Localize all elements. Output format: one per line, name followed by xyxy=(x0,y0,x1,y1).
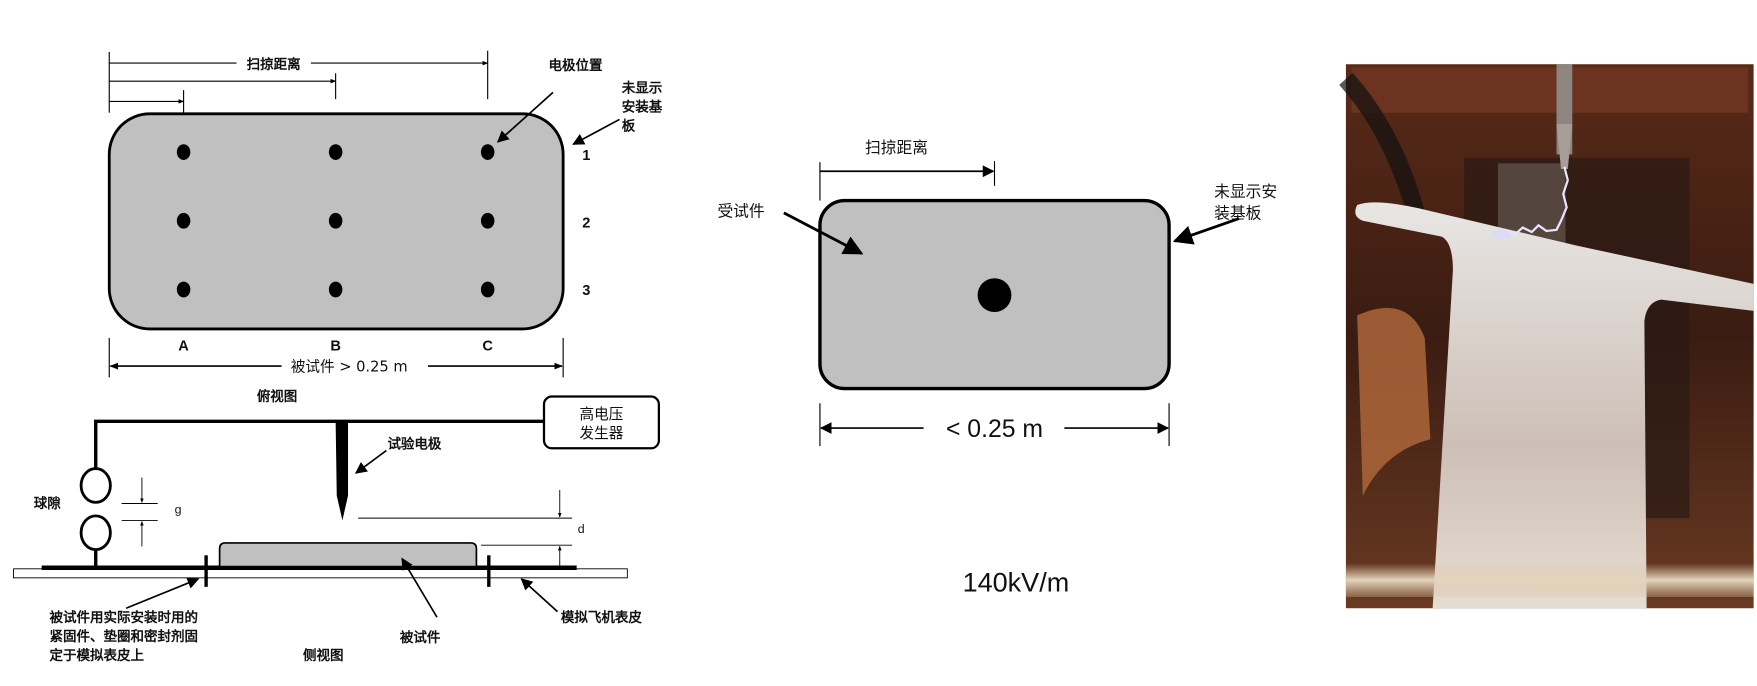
row-label-2: 2 xyxy=(582,216,590,232)
sphere-gap-upper xyxy=(79,467,112,504)
fastener-note-2: 紧固件、垫圈和密封剂固 xyxy=(50,628,199,645)
aircraft-skin-plate xyxy=(13,568,628,579)
sweep-distance-label-small: 扫掠距离 xyxy=(865,138,928,157)
row-label-3: 3 xyxy=(582,283,590,299)
hv-generator-box xyxy=(542,395,661,450)
test-electrode-arrow xyxy=(354,449,387,474)
mount-plate-label-small-1: 未显示安 xyxy=(1214,182,1277,201)
sweep-distance-label: 扫掠距离 xyxy=(247,56,301,73)
mount-plate-label-3: 板 xyxy=(622,118,636,135)
electrode-position-arrow xyxy=(496,91,554,143)
mount-plate-label-small-2: 装基板 xyxy=(1214,204,1261,223)
field-strength-label: 140kV/m xyxy=(963,567,1070,597)
electrode-positions xyxy=(176,144,495,298)
test-photo xyxy=(1339,64,1754,609)
photo-spark xyxy=(1495,166,1569,238)
specimen-size-label-small: < 0.25 m xyxy=(946,416,1043,443)
hv-generator-label-2: 发生器 xyxy=(579,425,623,442)
distance-label: d xyxy=(578,522,585,536)
small-specimen-view: 扫掠距离 受试件 未显示安 装基板 < 0.25 m 140kV/m xyxy=(717,138,1277,597)
sphere-gap-lower xyxy=(79,514,112,552)
fastener-note-1: 被试件用实际安装时用的 xyxy=(50,609,199,626)
specimen-label: 被试件 xyxy=(400,629,441,646)
sphere-gap-label: 球隙 xyxy=(34,495,61,512)
electrode-position xyxy=(977,278,1012,313)
mount-plate-label-2: 安装基 xyxy=(622,99,663,116)
specimen-side xyxy=(218,542,478,568)
top-view: 扫掠距离 1 2 3 A B C 电极位置 未显示 安装基 板 被试件 > 0.… xyxy=(107,50,663,405)
top-view-caption: 俯视图 xyxy=(257,388,298,405)
side-view: 高电压 发生器 试验电极 球隙 g d 被试件用实际安装时用的 紧固件、垫圈和密… xyxy=(13,395,661,664)
column-label-b: B xyxy=(330,338,341,354)
test-specimen-label: 受试件 xyxy=(717,201,764,220)
specimen-size-label: 被试件 > 0.25 m xyxy=(291,359,408,376)
row-label-1: 1 xyxy=(582,148,590,164)
photo-specimen-t xyxy=(1355,202,1754,609)
aircraft-skin-label: 模拟飞机表皮 xyxy=(561,609,642,626)
side-view-caption: 侧视图 xyxy=(303,647,344,664)
gap-label: g xyxy=(175,503,182,517)
hv-generator-label-1: 高电压 xyxy=(579,406,623,423)
test-electrode xyxy=(335,421,349,521)
electrode-position-label: 电极位置 xyxy=(548,57,602,74)
mount-plate-arrow xyxy=(572,118,620,145)
mount-plate-label-1: 未显示 xyxy=(622,79,663,96)
test-electrode-label: 试验电极 xyxy=(387,435,441,452)
column-label-a: A xyxy=(178,338,189,354)
column-label-c: C xyxy=(482,338,493,354)
fastener-note-3: 定于模拟表皮上 xyxy=(50,647,145,664)
